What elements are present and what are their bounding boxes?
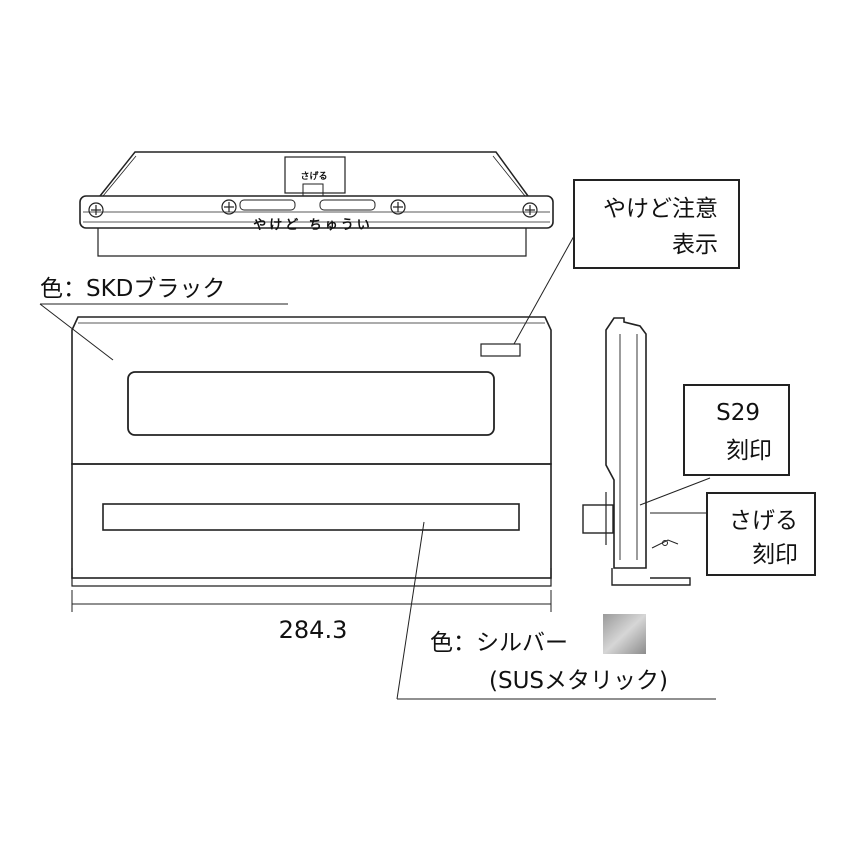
screw-icon xyxy=(221,199,237,215)
sageru-line1: さげる xyxy=(729,508,798,534)
caution-engraving-text: やけど ちゅうい xyxy=(253,218,373,233)
front-upper-window xyxy=(127,371,495,436)
callout-warning-line1: やけど注意 xyxy=(603,196,718,222)
side-body xyxy=(605,317,647,569)
panel-color-line2: (SUSメタリック) xyxy=(489,668,668,694)
s29-line2: 刻印 xyxy=(726,438,772,464)
side-view xyxy=(582,317,691,586)
screw-icon xyxy=(522,202,538,218)
screw-icon xyxy=(390,199,406,215)
callout-sageru: さげる 刻印 xyxy=(706,492,816,576)
s29-line1: S29 xyxy=(716,400,760,426)
callout-warning-line2: 表示 xyxy=(672,232,718,258)
top-view-rail xyxy=(79,195,554,229)
sageru-line2: 刻印 xyxy=(752,542,798,568)
callout-panel-color: 色：シルバー (SUSメタリック) xyxy=(430,614,668,694)
cover-color-text: 色：SKDブラック xyxy=(40,276,225,302)
front-view: 284.3 xyxy=(71,316,552,644)
screw-icon xyxy=(88,202,104,218)
silver-color-swatch xyxy=(603,614,646,654)
front-lower-panel xyxy=(71,463,552,579)
front-upper-cover xyxy=(71,316,552,465)
callout-s29: S29 刻印 xyxy=(683,384,790,476)
callout-warning-label: やけど注意 表示 xyxy=(573,179,740,269)
top-view-cover xyxy=(99,151,529,197)
leader-lines xyxy=(39,235,716,700)
top-view: さげる やけど ちゅうい xyxy=(79,151,554,257)
tab-marking-text: さげる xyxy=(300,170,327,182)
warning-label-box xyxy=(480,343,521,357)
dimension-width-text: 284.3 xyxy=(279,616,348,644)
callout-cover-color: 色：SKDブラック xyxy=(40,276,225,302)
top-view-tab xyxy=(284,156,346,194)
front-lower-slot xyxy=(102,503,520,531)
panel-color-line1: 色：シルバー xyxy=(430,630,568,656)
